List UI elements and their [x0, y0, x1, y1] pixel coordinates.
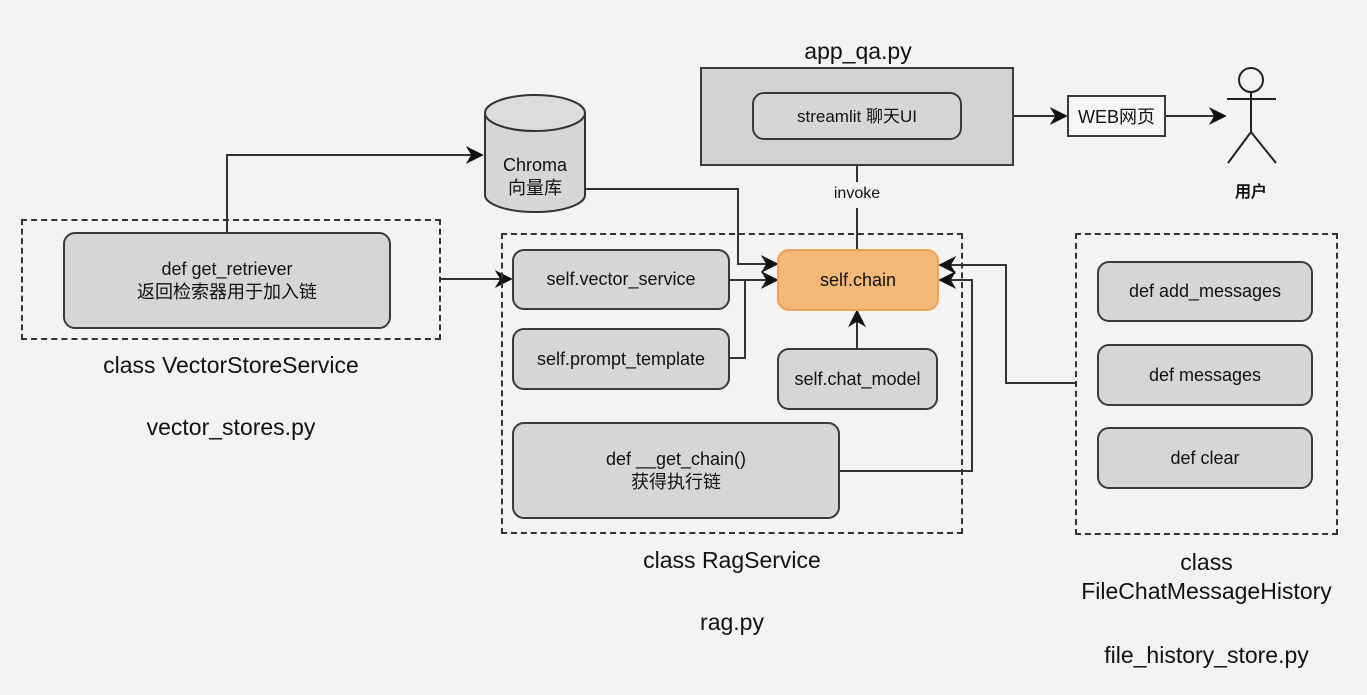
chroma-label-line1: Chroma [502, 155, 568, 175]
prompt-template-node[interactable]: self.prompt_template [512, 328, 730, 390]
get-chain-line2: 获得执行链 [631, 471, 721, 492]
prompt-template-label: self.prompt_template [536, 348, 706, 369]
vector-service-label: self.vector_service [546, 269, 696, 289]
messages-label: def messages [1148, 364, 1262, 385]
file-chat-history-group [1075, 233, 1338, 535]
web-page-label: WEB网页 [1077, 107, 1155, 127]
rag-service-group [501, 233, 963, 534]
get-retriever-line2: 返回检索器用于加入链 [137, 281, 317, 302]
chat-model-label: self.chat_model [794, 368, 921, 389]
edge-history-to-chain [938, 256, 1075, 384]
history-class-line2: FileChatMessageHistory [1081, 578, 1332, 604]
clear-node[interactable]: def clear [1097, 427, 1313, 489]
add-messages-node[interactable]: def add_messages [1097, 261, 1313, 322]
user-actor-icon [1227, 67, 1277, 164]
user-label: 用户 [1234, 184, 1267, 201]
edge-retriever-to-chroma [226, 146, 484, 232]
get-retriever-node[interactable]: def get_retriever 返回检索器用于加入链 [63, 232, 391, 329]
chroma-db: Chroma 向量库 [485, 154, 585, 200]
get-chain-line1: def __get_chain() [605, 448, 747, 469]
history-class-line1: class [1180, 549, 1233, 575]
database-cylinder-icon [484, 94, 586, 213]
chain-label: self.chain [819, 269, 897, 290]
invoke-edge-label: invoke [817, 185, 897, 203]
edge-chroma-to-chain [585, 188, 779, 273]
clear-label: def clear [1170, 447, 1240, 468]
web-page-node[interactable]: WEB网页 [1067, 95, 1166, 137]
streamlit-ui-label: streamlit 聊天UI [797, 106, 917, 126]
vector-store-service-group [21, 219, 441, 340]
edge-get-chain-to-chain [840, 271, 973, 472]
history-class-label: class FileChatMessageHistory [1060, 548, 1353, 606]
add-messages-label: def add_messages [1128, 281, 1282, 301]
messages-node[interactable]: def messages [1097, 344, 1313, 406]
app-file-label: app_qa.py [804, 38, 912, 64]
edge-prompt-template-to-chain [730, 280, 746, 359]
chain-node[interactable]: self.chain [777, 249, 939, 311]
rag-file-label: rag.py [700, 609, 764, 635]
vector-store-class-label: class VectorStoreService [103, 352, 359, 378]
rag-class-label: class RagService [643, 547, 821, 573]
vector-service-node[interactable]: self.vector_service [512, 249, 730, 310]
chroma-label-line2: 向量库 [508, 178, 562, 198]
streamlit-ui-node[interactable]: streamlit 聊天UI [752, 92, 962, 140]
get-retriever-line1: def get_retriever [161, 258, 293, 279]
chat-model-node[interactable]: self.chat_model [777, 348, 938, 410]
get-chain-node[interactable]: def __get_chain() 获得执行链 [512, 422, 840, 519]
history-file-label: file_history_store.py [1104, 642, 1309, 668]
vector-store-file-label: vector_stores.py [146, 414, 316, 440]
